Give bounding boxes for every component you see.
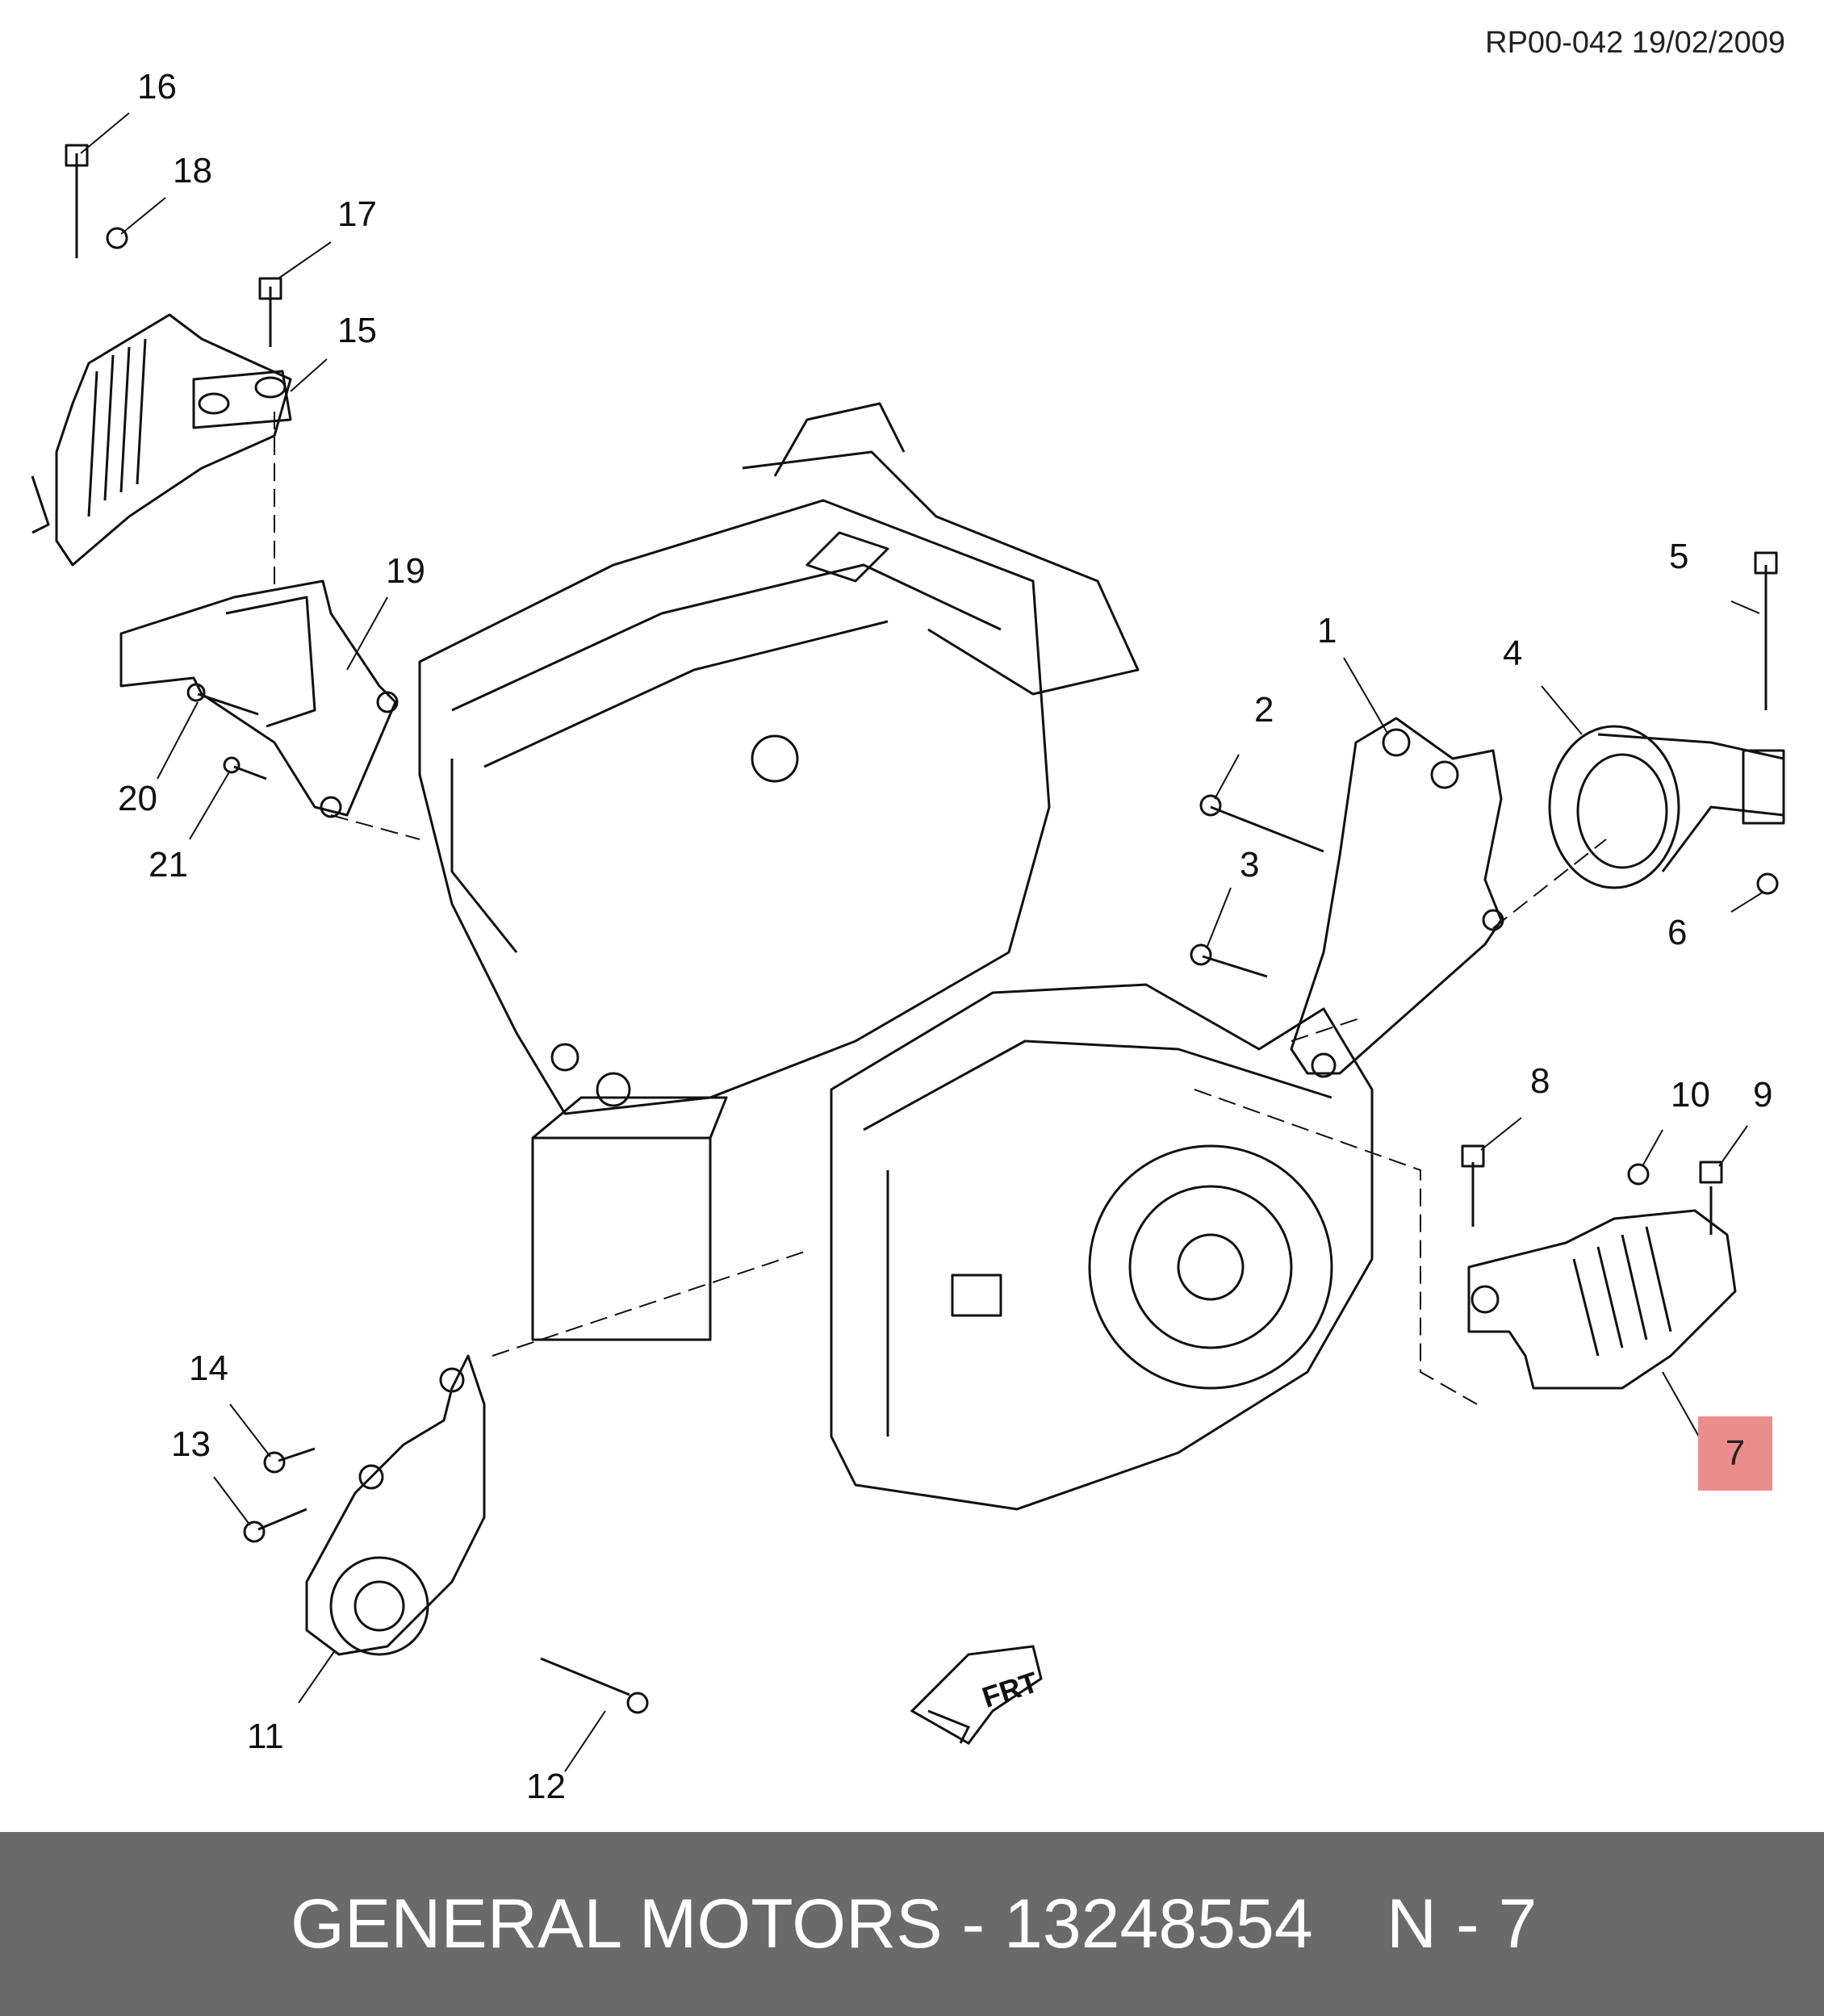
callout-3: 3: [1240, 845, 1260, 885]
callout-19: 19: [386, 551, 425, 591]
mount-11: [305, 1354, 486, 1656]
footer-bar: GENERAL MOTORS - 13248554 N - 7: [0, 1832, 1824, 2016]
callout-12: 12: [526, 1767, 566, 1806]
bolts: [65, 144, 1779, 1714]
mount-4: [1548, 725, 1785, 889]
bracket-1: [1290, 717, 1504, 1078]
callout-10: 10: [1671, 1075, 1710, 1115]
mount-15: [31, 313, 292, 567]
callout-11: 11: [247, 1717, 284, 1756]
engine-block: [418, 402, 1140, 1341]
front-arrow-label: FRT: [978, 1665, 1042, 1714]
footer-position: N - 7: [1387, 1884, 1537, 1963]
callout-21: 21: [149, 845, 188, 885]
engine-mount-diagram: FRT: [31, 112, 1785, 1772]
callout-20: 20: [118, 779, 157, 818]
callout-2: 2: [1254, 690, 1274, 730]
callout-16: 16: [137, 67, 177, 107]
callout-13: 13: [171, 1424, 211, 1464]
callout-17: 17: [337, 194, 377, 234]
callout-9: 9: [1753, 1075, 1773, 1115]
highlighted-part-label: 7: [1698, 1416, 1772, 1491]
callout-6: 6: [1667, 913, 1688, 952]
callout-14: 14: [189, 1349, 228, 1388]
callout-18: 18: [173, 151, 212, 190]
leader-lines: [80, 112, 1764, 1772]
alignment-lines: [274, 412, 1607, 1405]
mount-7: [1467, 1209, 1737, 1390]
reference-code: RP00-042 19/02/2009: [1485, 26, 1785, 60]
footer-title: GENERAL MOTORS - 13248554: [291, 1884, 1313, 1963]
callout-8: 8: [1530, 1061, 1550, 1101]
callout-4: 4: [1503, 634, 1523, 673]
callout-15: 15: [337, 311, 377, 350]
callout-1: 1: [1317, 611, 1337, 650]
front-arrow-icon: [910, 1645, 1043, 1745]
bracket-19: [119, 579, 399, 818]
transmission: [830, 983, 1374, 1511]
callout-5: 5: [1669, 537, 1689, 576]
